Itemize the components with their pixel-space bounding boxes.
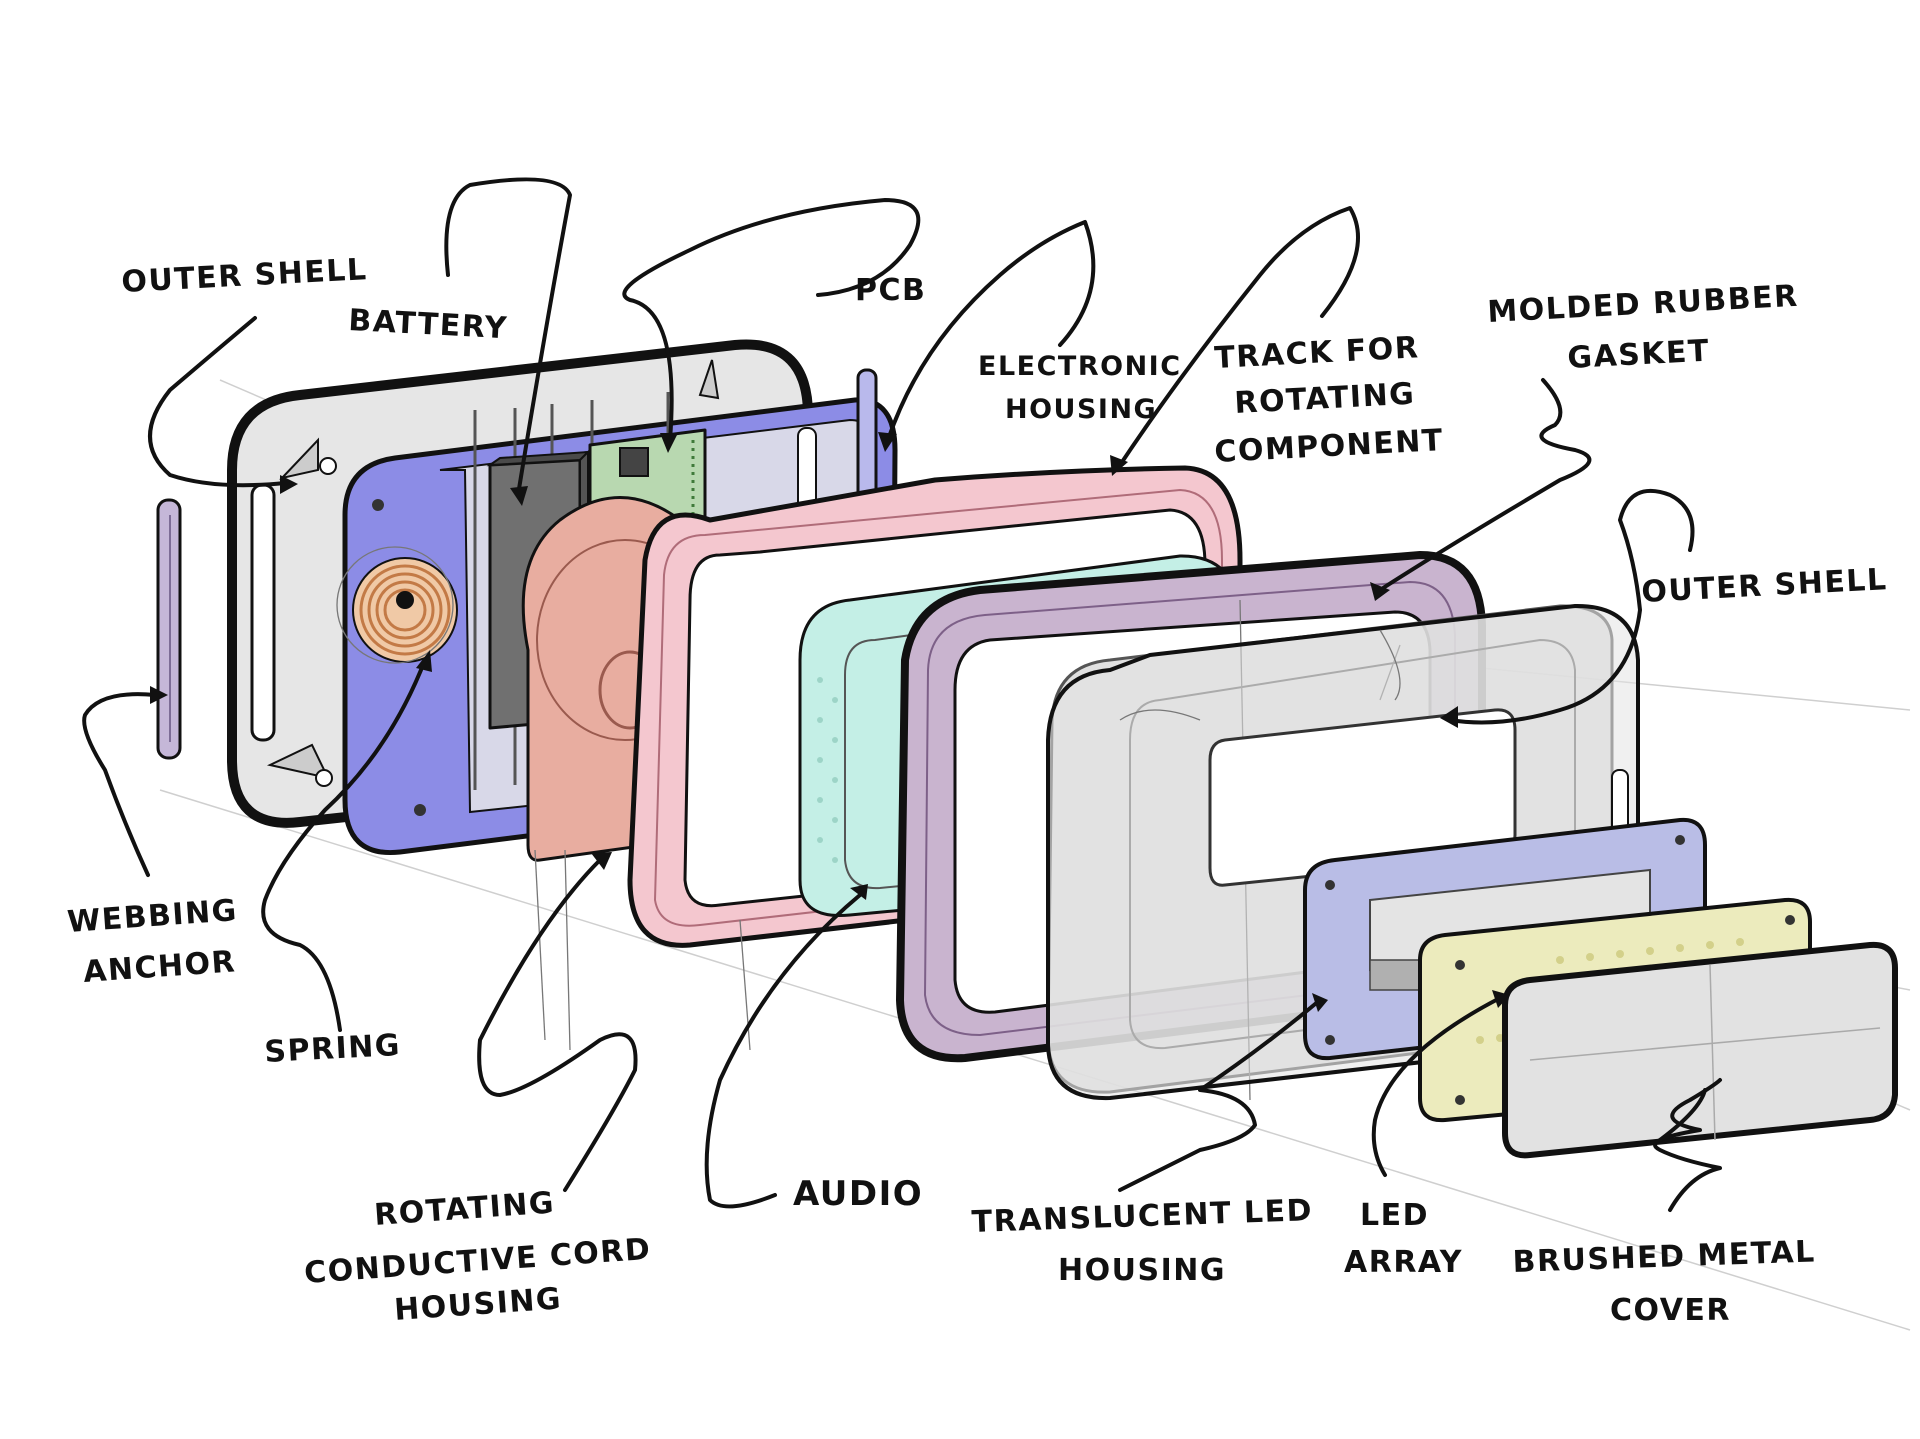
- label-led-line1: LED: [1360, 1198, 1429, 1233]
- label-webbing-line2: ANCHOR: [82, 944, 237, 990]
- label-rotating-line1: ROTATING: [373, 1185, 556, 1233]
- label-battery: BATTERY: [348, 303, 509, 346]
- label-rotating-line2: CONDUCTIVE CORD: [303, 1232, 652, 1291]
- label-electronic-housing-line2: HOUSING: [1005, 394, 1157, 425]
- label-track-line1: TRACK FOR: [1214, 330, 1421, 376]
- label-outer-shell-back: OUTER SHELL: [121, 252, 369, 300]
- label-translucent-line1: TRANSLUCENT LED: [971, 1193, 1313, 1240]
- label-led-line2: ARRAY: [1344, 1245, 1463, 1280]
- spring-part: [336, 546, 458, 664]
- leader-lines: [82, 177, 1722, 1212]
- label-audio: AUDIO: [793, 1174, 923, 1214]
- label-gasket-line1: MOLDED RUBBER: [1487, 279, 1800, 330]
- label-rotating-line3: HOUSING: [393, 1281, 563, 1328]
- label-spring: SPRING: [264, 1028, 402, 1070]
- label-brushed-line1: BRUSHED METAL: [1512, 1234, 1816, 1280]
- webbing-anchor-part: [156, 498, 182, 760]
- label-track-line2: ROTATING: [1234, 377, 1417, 421]
- label-gasket-line2: GASKET: [1567, 334, 1711, 376]
- label-outer-shell-front: OUTER SHELL: [1641, 562, 1889, 610]
- label-track-line3: COMPONENT: [1214, 423, 1445, 470]
- label-brushed-line2: COVER: [1610, 1293, 1731, 1328]
- label-electronic-housing-line1: ELECTRONIC: [978, 351, 1182, 382]
- label-translucent-line2: HOUSING: [1058, 1253, 1226, 1288]
- brushed-metal-cover-part: [1502, 941, 1898, 1159]
- label-webbing-line1: WEBBING: [66, 893, 239, 940]
- label-pcb: PCB: [855, 273, 926, 308]
